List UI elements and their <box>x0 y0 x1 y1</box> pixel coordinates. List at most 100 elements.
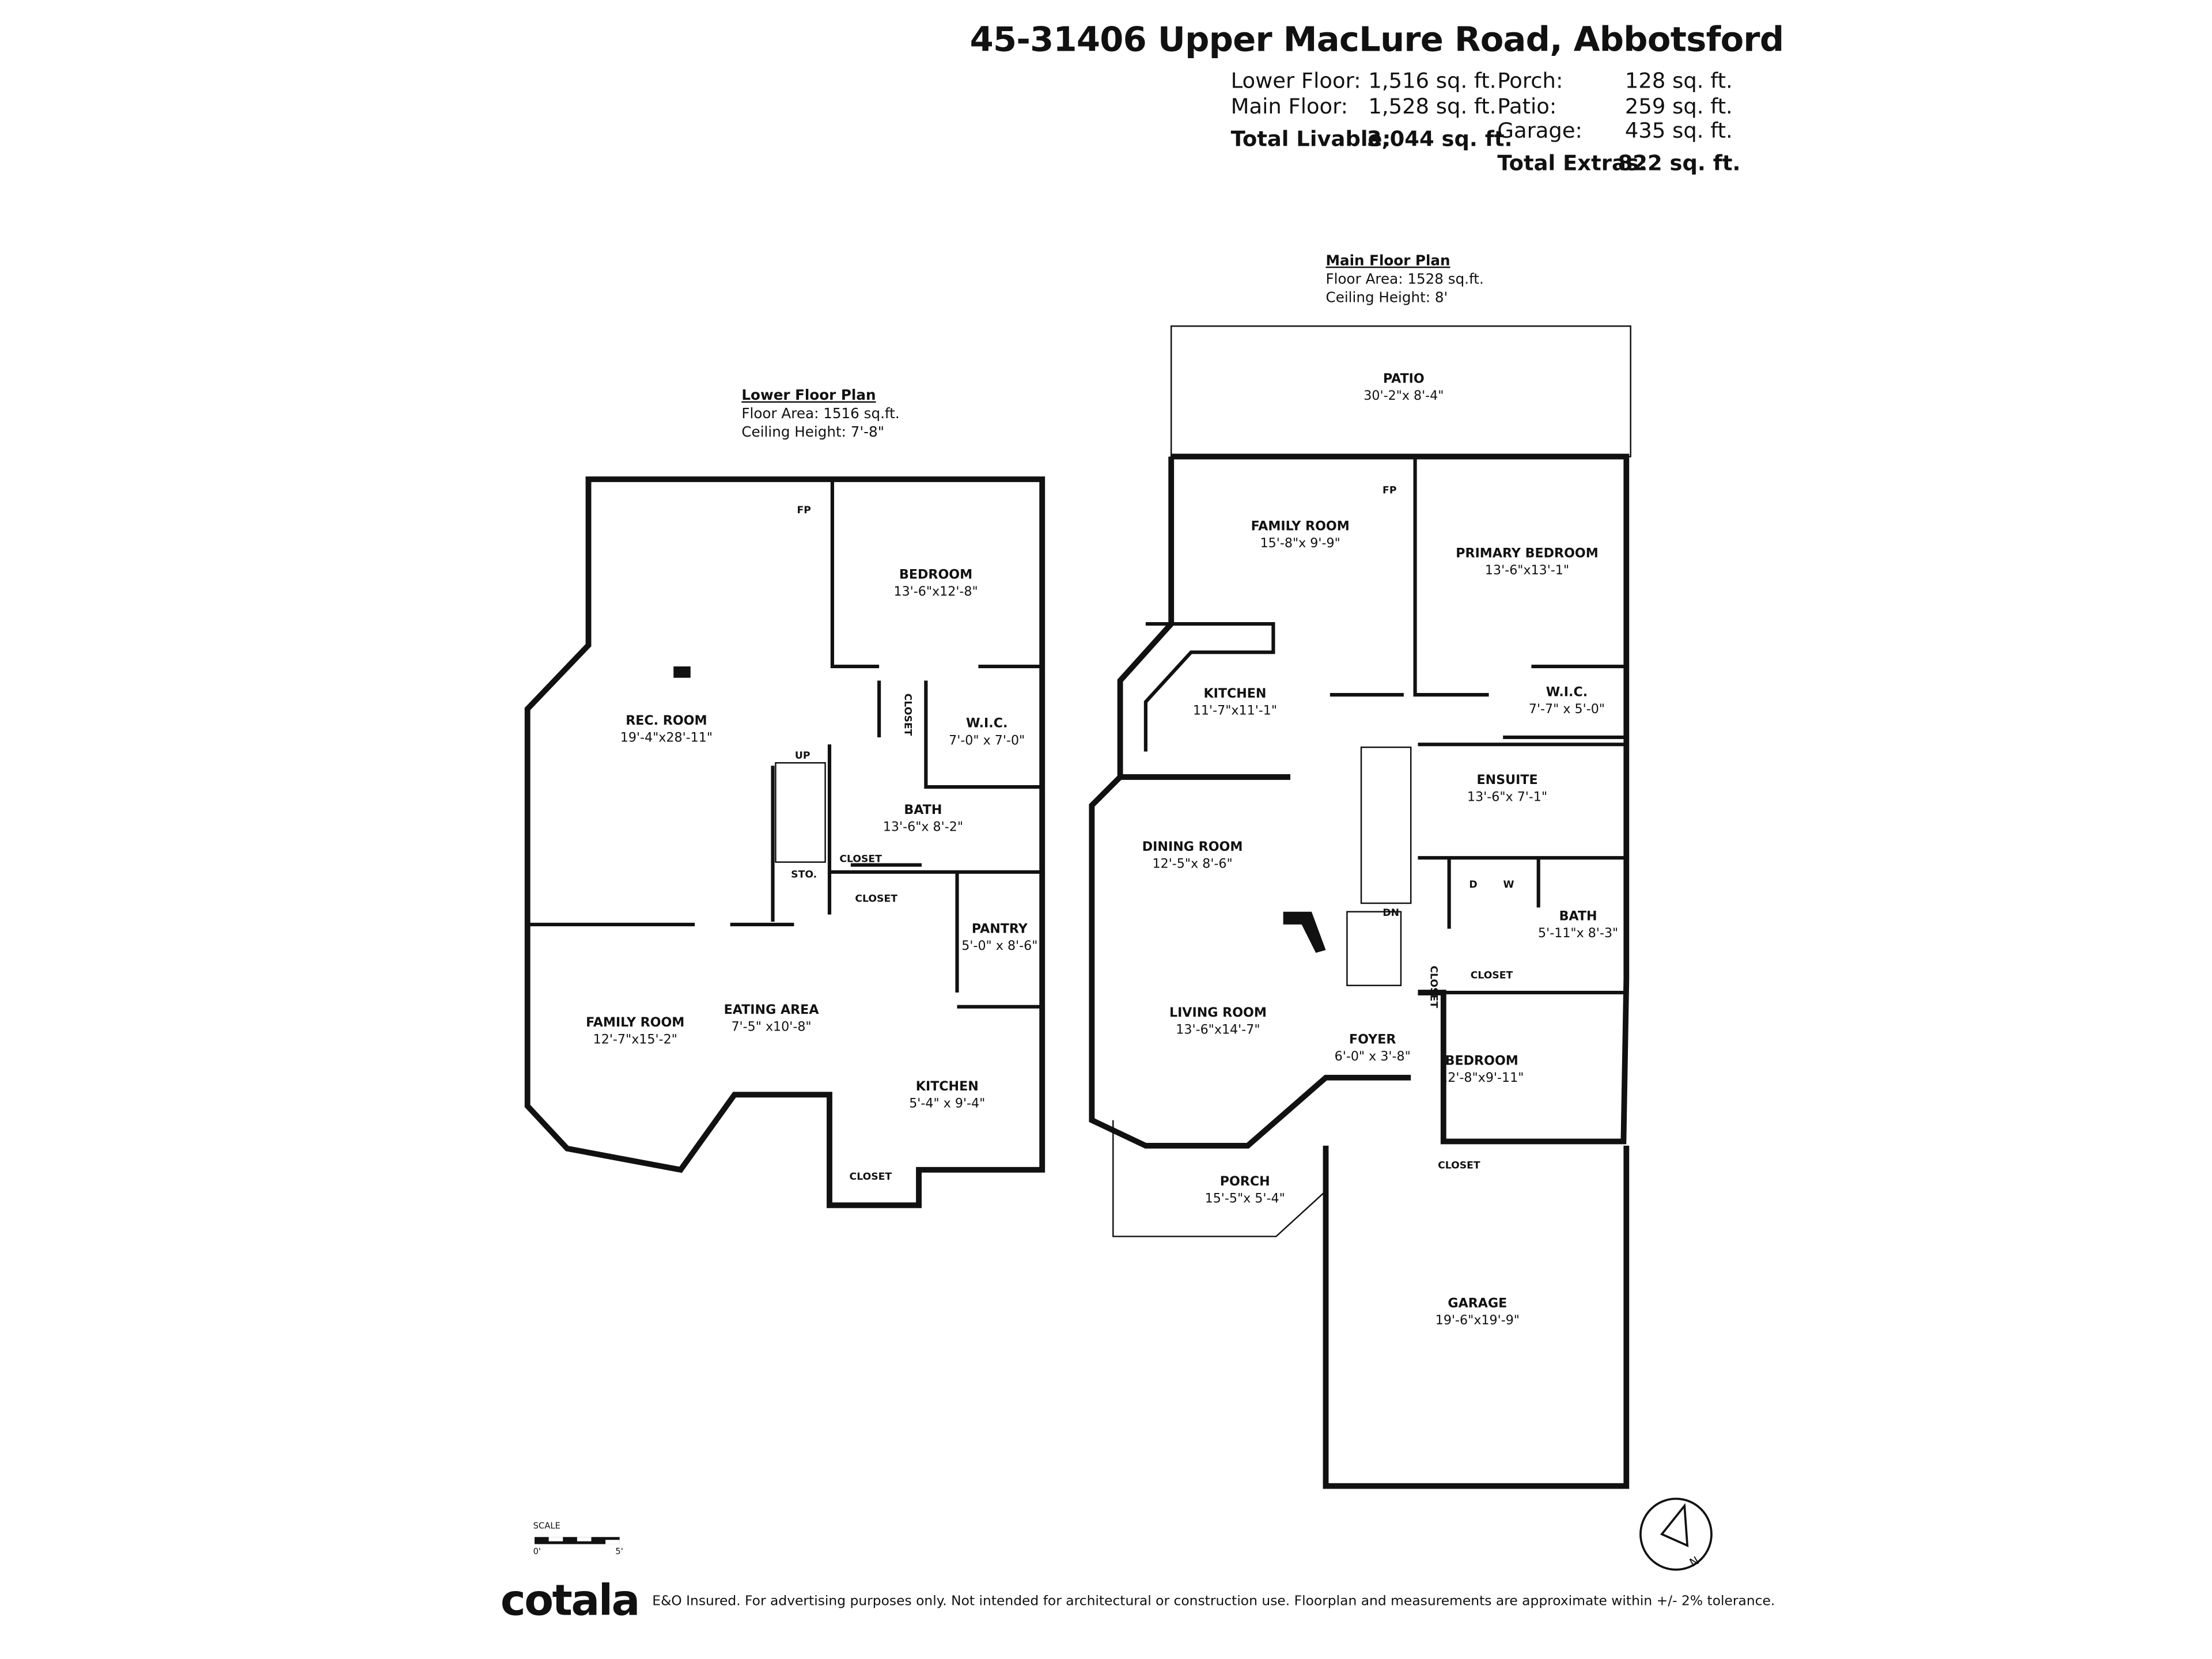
lower-room-label: PANTRY 5'-0" x 8'-6" <box>961 922 1037 956</box>
lower-small-label: CLOSET <box>849 1171 892 1183</box>
main-room-label: FOYER 6'-0" x 3'-8" <box>1335 1032 1411 1066</box>
room-dimensions: 7'-5" x10'-8" <box>731 1021 812 1035</box>
room-name: PATIO <box>1382 373 1425 387</box>
porch-outline <box>1112 1120 1327 1237</box>
property-address: 45-31406 Upper MacLure Road, Abbotsford <box>969 20 1784 60</box>
room-dimensions: 15'-8"x 9'-9" <box>1260 537 1340 552</box>
room-dimensions: 19'-4"x28'-11" <box>620 732 713 746</box>
main-room-label: FAMILY ROOM 15'-8"x 9'-9" <box>1251 519 1350 553</box>
room-dimensions: 11'-7"x11'-1" <box>1192 704 1278 719</box>
total-livable-value: 3,044 sq. ft. <box>1366 126 1513 152</box>
lower-room-label: BATH 13'-6"x 8'-2" <box>883 802 963 836</box>
main-interior-walls <box>1143 456 1627 995</box>
room-dimensions: 30'-2"x 8'-4" <box>1363 389 1444 404</box>
main-small-label: DN <box>1382 907 1400 919</box>
main-room-label: PORCH 15'-5"x 5'-4" <box>1205 1174 1285 1208</box>
room-name: FOYER <box>1349 1033 1396 1048</box>
room-dimensions: 13'-6"x 7'-1" <box>1467 791 1548 806</box>
lower-plan-title: Lower Floor Plan <box>741 388 876 404</box>
scale-label: SCALE <box>533 1521 560 1532</box>
lower-floor-label: Lower Floor: <box>1230 68 1361 94</box>
stairs <box>775 746 1412 904</box>
room-dimensions: 15'-5"x 5'-4" <box>1205 1192 1285 1207</box>
north-arrow-icon <box>1639 1497 1713 1571</box>
garage-outline <box>1323 1145 1630 1489</box>
room-name: FAMILY ROOM <box>586 1016 685 1031</box>
main-room-label: ENSUITE 13'-6"x 7'-1" <box>1467 773 1547 807</box>
main-plan-area: Floor Area: 1528 sq.ft. <box>1325 272 1484 288</box>
room-name: W.I.C. <box>966 717 1008 732</box>
lower-interior-walls <box>527 479 1043 1009</box>
total-livable-label: Total Livable: <box>1230 126 1391 152</box>
main-floor-value: 1,528 sq. ft. <box>1368 93 1497 119</box>
lower-small-label: CLOSET <box>839 853 882 865</box>
room-dimensions: 12'-5"x 8'-6" <box>1152 858 1233 872</box>
porch-value: 128 sq. ft. <box>1624 68 1733 94</box>
room-name: EATING AREA <box>724 1003 819 1018</box>
main-small-label: W <box>1503 879 1514 891</box>
room-dimensions: 6'-0" x 3'-8" <box>1334 1050 1411 1065</box>
room-name: KITCHEN <box>1203 687 1267 702</box>
room-name: FAMILY ROOM <box>1251 520 1350 535</box>
cotala-logo: cotala <box>500 1577 640 1627</box>
room-name: BEDROOM <box>899 569 973 583</box>
room-name: BATH <box>1559 910 1597 925</box>
room-dimensions: 13'-6"x14'-7" <box>1176 1024 1260 1038</box>
lower-small-label: CLOSET <box>902 693 914 736</box>
patio-outline <box>1170 325 1631 457</box>
main-room-label: BATH 5'-11"x 8'-3" <box>1538 909 1618 943</box>
room-name: ENSUITE <box>1476 774 1538 789</box>
room-name: PANTRY <box>971 923 1028 938</box>
main-floor-heading: Main Floor Plan Floor Area: 1528 sq.ft. … <box>1326 252 1484 308</box>
room-dimensions: 5'-11"x 8'-3" <box>1538 927 1619 942</box>
lower-room-label: W.I.C.7'-0" x 7'-0" <box>949 716 1025 750</box>
room-dimensions: 5'-4" x 9'-4" <box>909 1097 986 1112</box>
room-name: BEDROOM <box>1445 1055 1518 1069</box>
lower-floor-heading: Lower Floor Plan Floor Area: 1516 sq.ft.… <box>741 387 899 442</box>
lower-plan-area: Floor Area: 1516 sq.ft. <box>741 407 900 423</box>
room-dimensions: 13'-6"x12'-8" <box>893 585 978 600</box>
main-small-label: CLOSET <box>1470 969 1513 982</box>
lower-room-label: BEDROOM 13'-6"x12'-8" <box>893 567 978 601</box>
garage-label: Garage: <box>1497 118 1582 143</box>
room-dimensions: 13'-6"x13'-1" <box>1484 564 1570 579</box>
porch-label: Porch: <box>1497 68 1563 94</box>
main-wall-fragment <box>1283 911 1326 953</box>
room-dimensions: 7'-7" x 5'-0" <box>1528 703 1605 718</box>
main-room-label: BEDROOM 12'-8"x9'-11" <box>1440 1054 1524 1088</box>
disclaimer: E&O Insured. For advertising purposes on… <box>652 1593 1775 1609</box>
main-small-label: FP <box>1382 484 1397 497</box>
lower-room-label: KITCHEN 5'-4" x 9'-4" <box>909 1079 985 1113</box>
lower-floor-value: 1,516 sq. ft. <box>1368 68 1497 94</box>
main-small-label: CLOSET <box>1427 965 1440 1009</box>
lower-plan-ceiling: Ceiling Height: 7'-8" <box>741 425 885 441</box>
main-room-label: PATIO 30'-2"x 8'-4" <box>1363 372 1444 406</box>
room-dimensions: 13'-6"x 8'-2" <box>882 821 964 835</box>
room-dimensions: 12'-8"x9'-11" <box>1440 1071 1524 1086</box>
room-name: KITCHEN <box>915 1080 979 1095</box>
lower-small-label: UP <box>794 750 810 762</box>
scale-bar <box>534 1537 620 1544</box>
patio-value: 259 sq. ft. <box>1624 93 1733 119</box>
scale-end: 5' <box>615 1547 623 1557</box>
lower-room-label: REC. ROOM 19'-4"x28'-11" <box>620 713 713 747</box>
lower-small-label: FP <box>797 505 811 516</box>
room-name: REC. ROOM <box>626 714 707 729</box>
lower-small-label: STO. <box>791 869 817 881</box>
room-name: PORCH <box>1219 1175 1270 1190</box>
room-dimensions: 5'-0" x 8'-6" <box>961 940 1038 955</box>
room-name: BATH <box>904 804 942 819</box>
patio-label: Patio: <box>1497 93 1557 119</box>
foyer-window <box>1346 911 1402 986</box>
scale-start: 0' <box>533 1547 541 1557</box>
lower-column <box>673 666 691 678</box>
room-name: GARAGE <box>1448 1297 1508 1312</box>
lower-floor-outline <box>524 476 1046 1209</box>
lower-small-label: CLOSET <box>855 893 898 905</box>
